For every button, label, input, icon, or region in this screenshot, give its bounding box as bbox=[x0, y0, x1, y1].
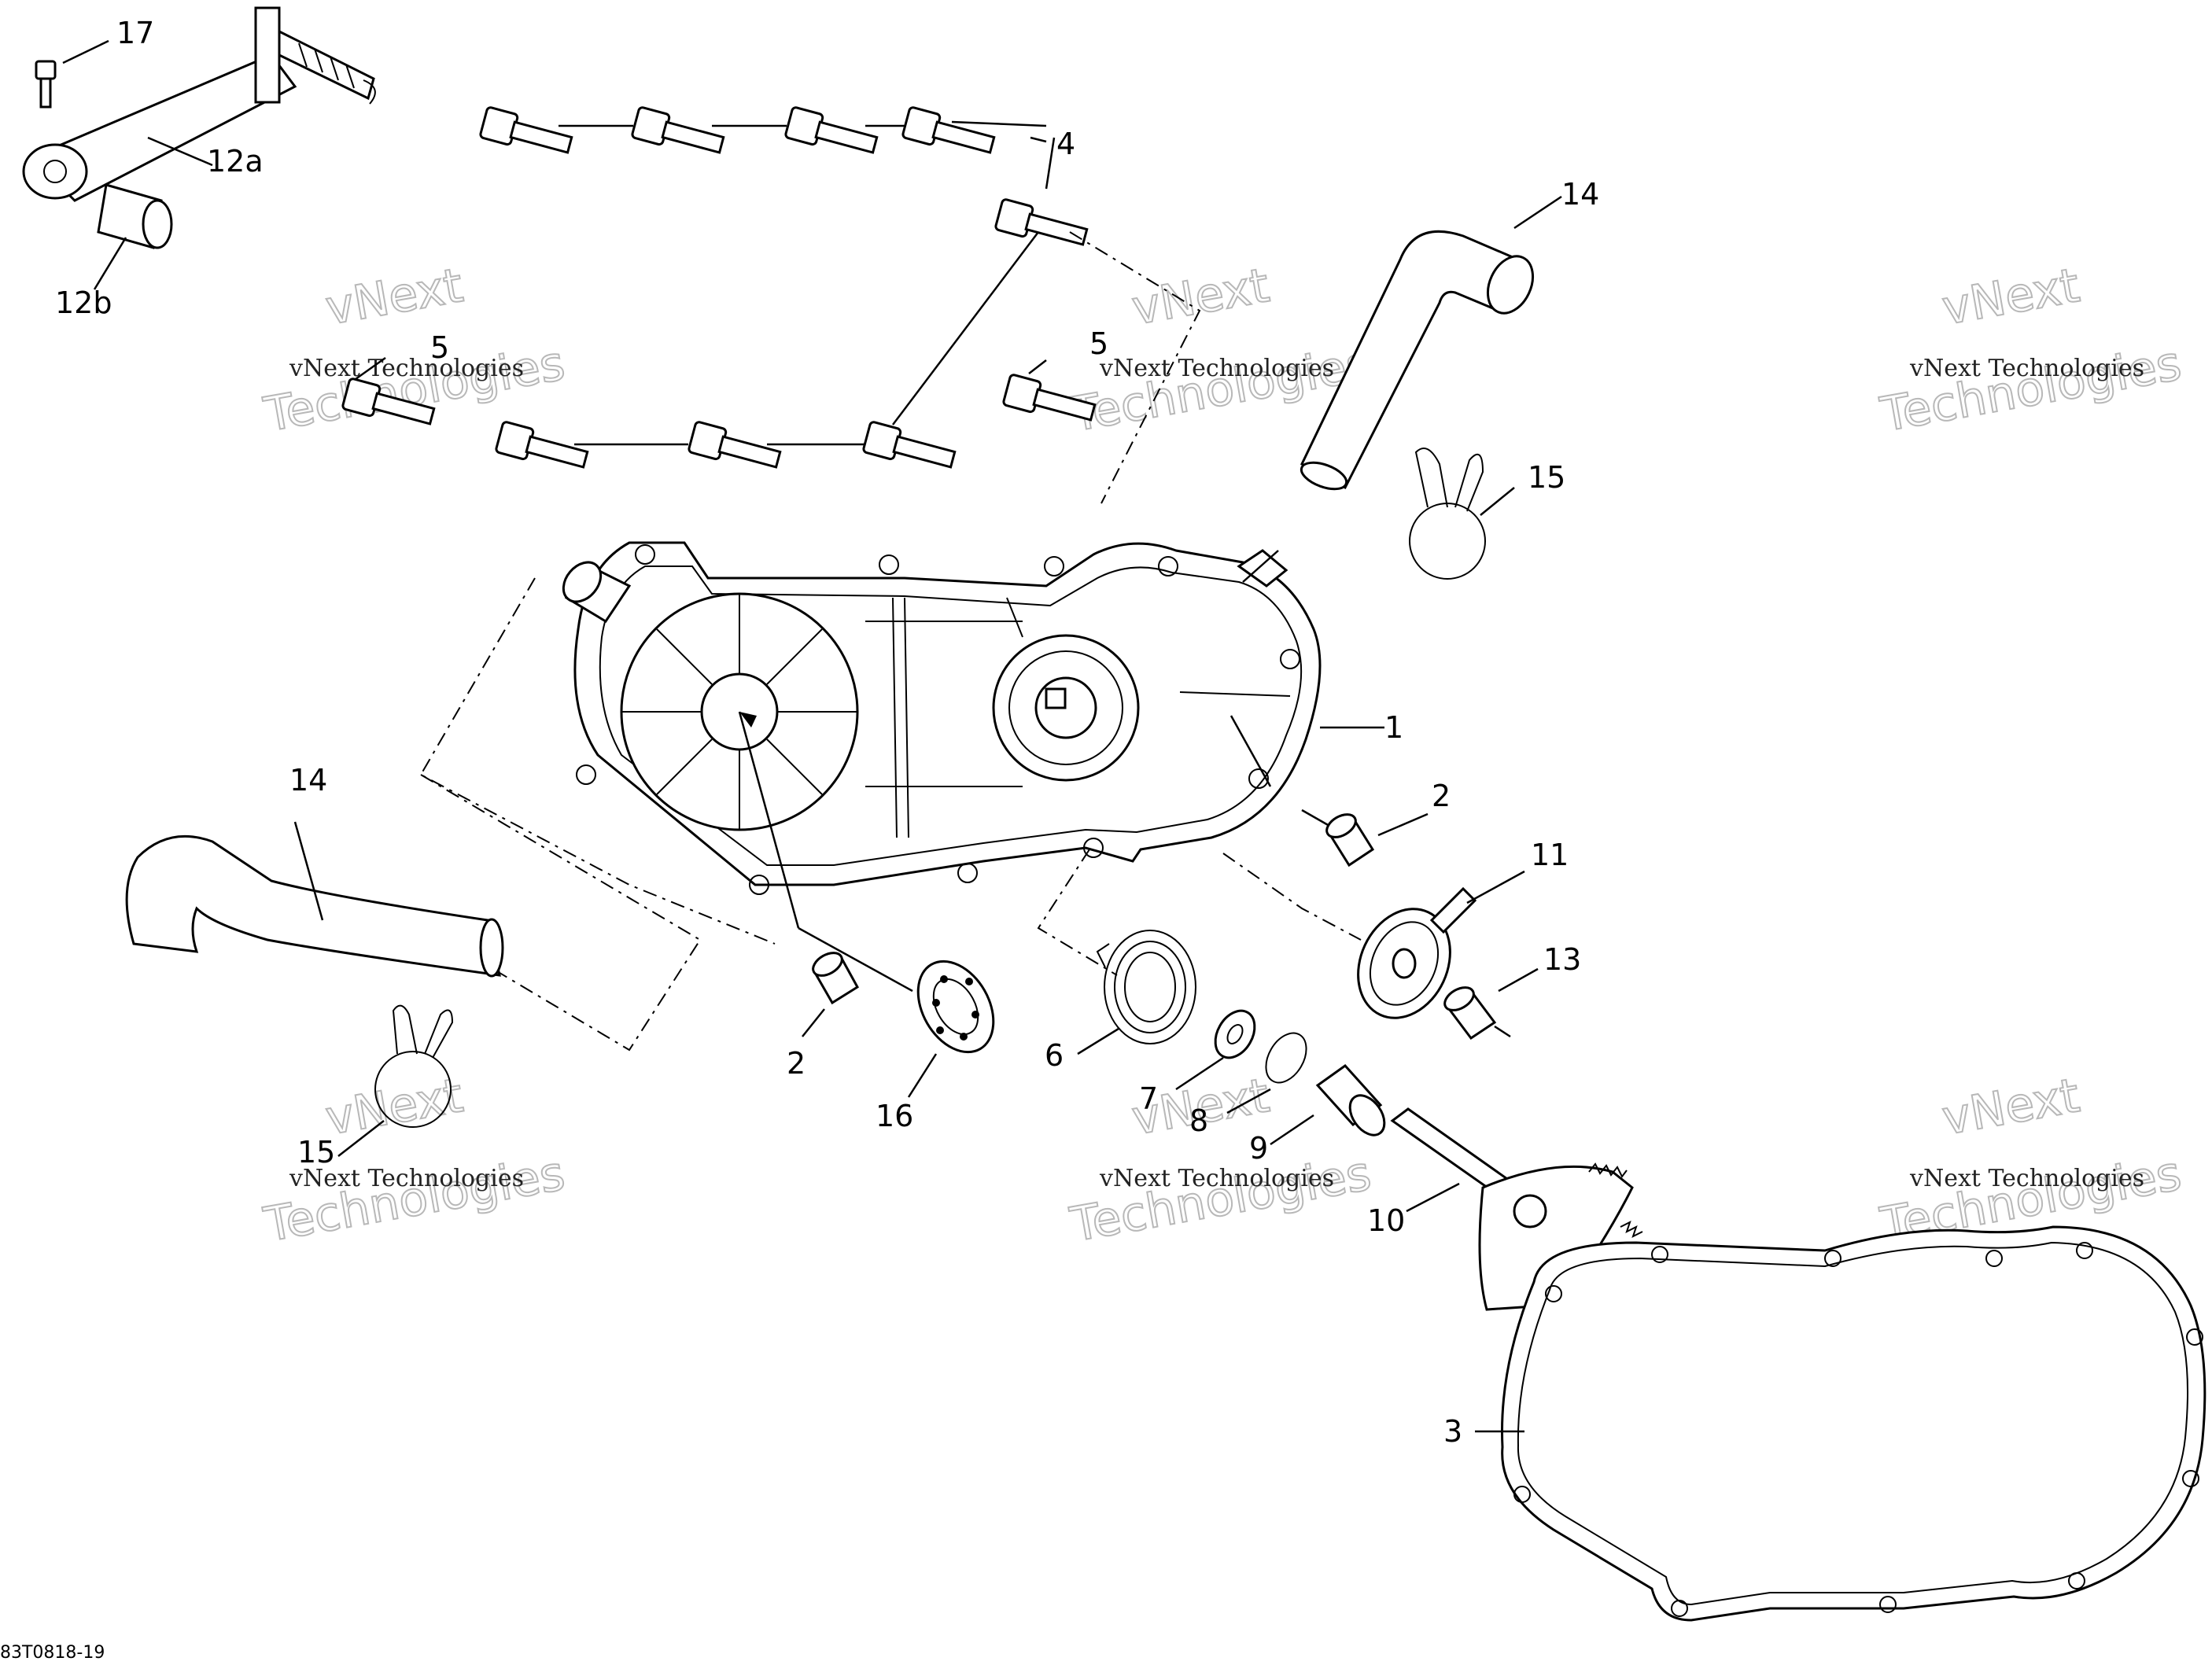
label-10: 10 bbox=[1367, 1203, 1405, 1238]
watermark-text-3: vNext Technologies bbox=[1909, 355, 2144, 382]
part-14-hose-lower bbox=[125, 834, 504, 978]
watermark-text-1: vNext Technologies bbox=[289, 355, 524, 382]
part-8-circlip bbox=[1265, 1032, 1307, 1084]
leader-lines bbox=[62, 39, 1562, 1433]
part-3-gasket bbox=[1501, 1225, 2206, 1622]
label-1: 1 bbox=[1384, 710, 1403, 745]
svg-text:Technologies: Technologies bbox=[1066, 1146, 1375, 1253]
label-5-right: 5 bbox=[1089, 326, 1108, 361]
label-9: 9 bbox=[1249, 1131, 1268, 1166]
label-12b: 12b bbox=[55, 285, 112, 320]
part-2-dowel-left bbox=[812, 952, 859, 1005]
label-2-left: 2 bbox=[787, 1046, 806, 1081]
watermark-text-4: vNext Technologies bbox=[289, 1165, 524, 1192]
part-5-bolts bbox=[341, 374, 1097, 469]
watermark-text-5: vNext Technologies bbox=[1099, 1165, 1334, 1192]
part-labels: 17 12a 12b 4 5 5 14 14 15 15 1 2 2 11 13… bbox=[55, 16, 1599, 1449]
part-4-bolts bbox=[479, 106, 1089, 246]
svg-text:vNext: vNext bbox=[1938, 258, 2084, 336]
watermark-text-2: vNext Technologies bbox=[1099, 355, 1334, 382]
watermark-text-6: vNext Technologies bbox=[1909, 1165, 2144, 1192]
part-10-kick-shaft bbox=[1390, 1107, 1643, 1311]
part-2-dowel-right bbox=[1325, 813, 1375, 867]
part-12b-sleeve bbox=[97, 183, 173, 249]
part-9-bushing bbox=[1315, 1064, 1386, 1136]
label-3: 3 bbox=[1443, 1414, 1462, 1449]
svg-text:vNext: vNext bbox=[1128, 258, 1274, 336]
watermark-4: vNext Technologies bbox=[259, 1067, 570, 1254]
bolt-connector-lines bbox=[559, 120, 1201, 504]
label-16: 16 bbox=[876, 1099, 913, 1133]
part-16-bearing bbox=[916, 960, 995, 1054]
part-15-clamp-upper bbox=[1409, 448, 1486, 580]
svg-text:vNext: vNext bbox=[322, 258, 467, 336]
label-2-right: 2 bbox=[1432, 779, 1451, 813]
part-17-bolt bbox=[35, 60, 57, 109]
svg-text:Technologies: Technologies bbox=[1876, 336, 2185, 443]
label-17: 17 bbox=[116, 16, 154, 50]
label-15-lower: 15 bbox=[297, 1135, 335, 1170]
part-14-hose-upper bbox=[1300, 230, 1535, 491]
label-5-left: 5 bbox=[430, 330, 449, 365]
watermark-3: vNext Technologies bbox=[1875, 257, 2186, 444]
label-11: 11 bbox=[1531, 838, 1569, 872]
drawing-code: 83T0818-19 bbox=[0, 1643, 105, 1662]
part-11-cam bbox=[1357, 886, 1477, 1019]
svg-text:vNext: vNext bbox=[322, 1068, 467, 1146]
part-12a-kick-lever bbox=[22, 6, 376, 202]
watermark-6: vNext Technologies bbox=[1875, 1067, 2186, 1254]
part-6-spring bbox=[1096, 930, 1196, 1044]
label-14-lower: 14 bbox=[289, 763, 327, 798]
assembly-lines-cover bbox=[419, 550, 1362, 1052]
part-7-washer bbox=[1214, 1009, 1256, 1059]
label-8: 8 bbox=[1189, 1103, 1208, 1138]
label-7: 7 bbox=[1139, 1081, 1158, 1116]
label-6: 6 bbox=[1045, 1038, 1064, 1073]
label-13: 13 bbox=[1543, 942, 1581, 977]
label-15-upper: 15 bbox=[1528, 460, 1565, 495]
svg-text:vNext: vNext bbox=[1938, 1068, 2084, 1146]
label-12a: 12a bbox=[207, 144, 264, 179]
part-13-bushing bbox=[1443, 986, 1511, 1041]
part-1-cvt-cover bbox=[562, 541, 1322, 895]
label-14-upper: 14 bbox=[1561, 177, 1599, 212]
part-15-clamp-lower bbox=[374, 1004, 454, 1128]
label-4: 4 bbox=[1056, 127, 1075, 161]
